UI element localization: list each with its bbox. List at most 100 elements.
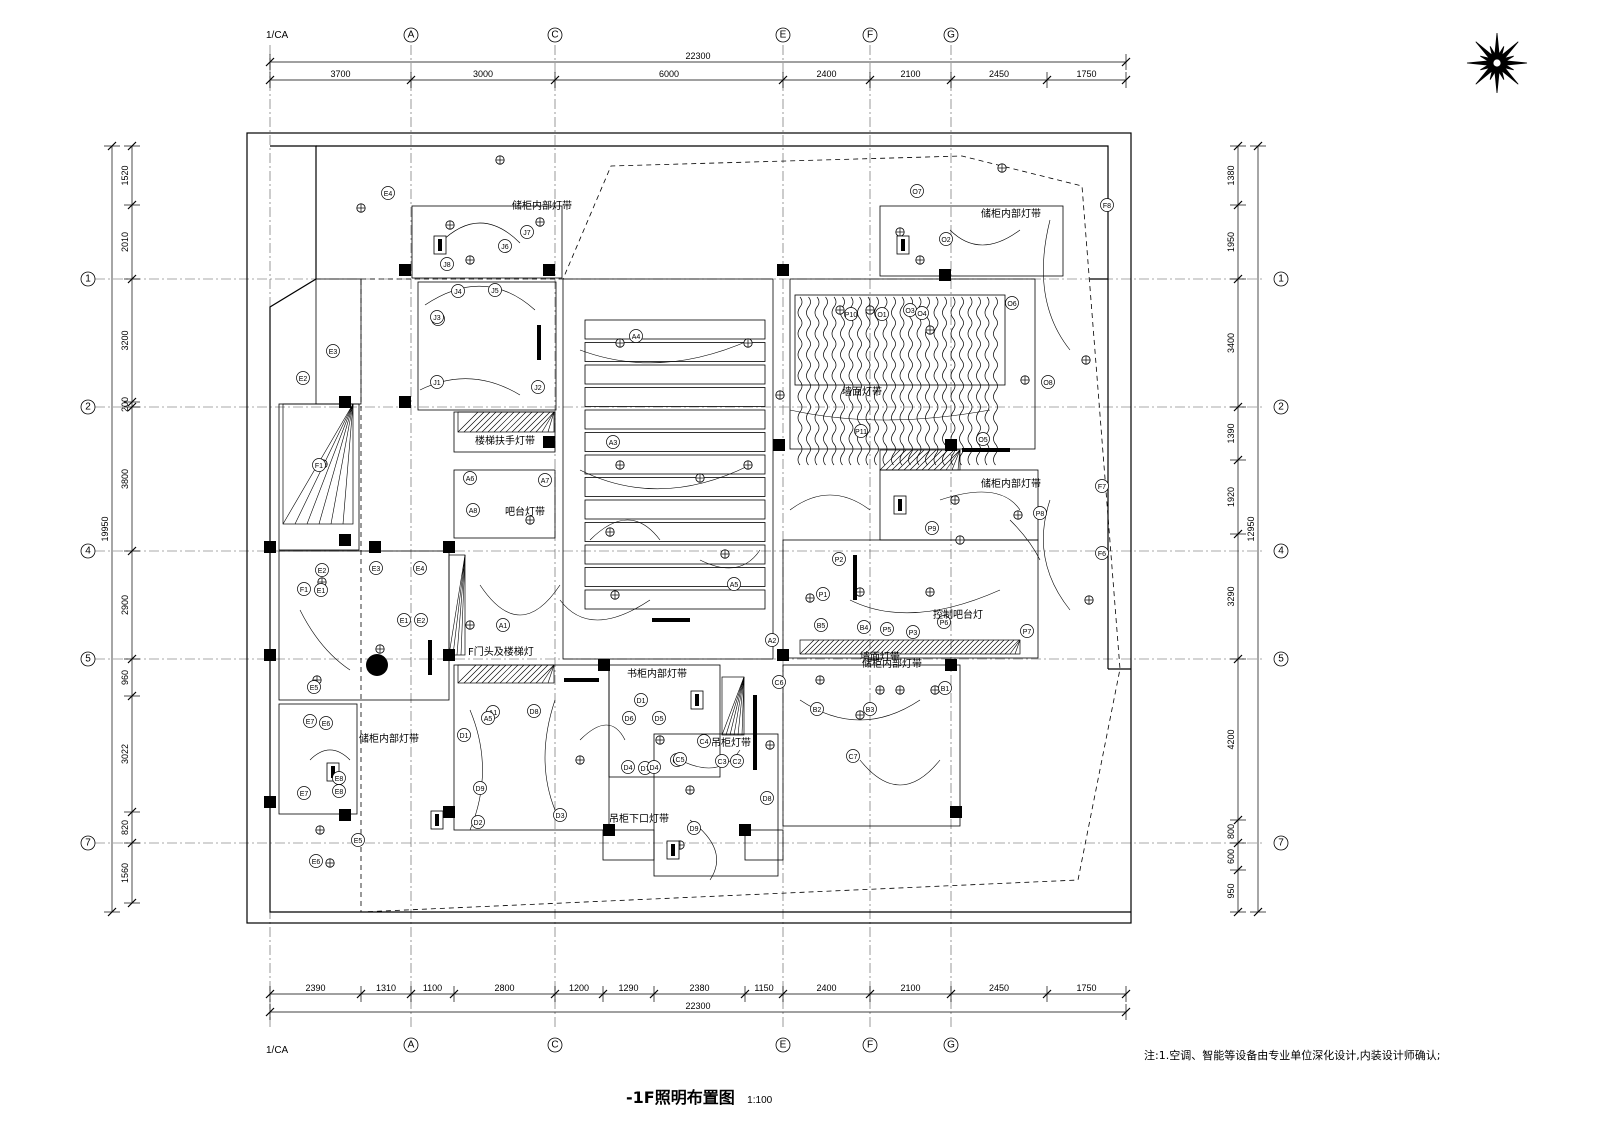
axis-right-4-circle [1273,543,1289,559]
axis-left-1: 1 [80,271,96,287]
dim-left-seg-text-3: 200 [120,397,130,412]
fixture-tag-code: A1 [499,623,508,630]
room-8 [608,664,721,778]
dim-bottom-seg-text-6: 2380 [689,983,709,993]
downlight-icon [1081,355,1091,365]
room-10 [782,664,961,827]
fixture-tag-code: P11 [855,429,867,436]
fixture-tag-code: E2 [417,618,426,625]
hatch-east-rail-stroke-0 [879,449,901,471]
fixture-tag-bubble [915,306,929,320]
circuit-5 [579,464,751,490]
fixture-tag: F6 [1095,546,1109,560]
fixture-tag: O2 [939,232,953,246]
dim-right-seg-text-9: 950 [1226,883,1236,898]
fixture-tag-code: A4 [632,334,641,341]
downlight-icon [895,227,905,237]
feature-wall-wave-7 [857,296,862,466]
hatch-feature-wall [794,294,1006,466]
fixture-tag-code: D5 [655,716,664,723]
dim-bottom-seg-text-3: 2800 [494,983,514,993]
hatch-south-rail-stroke-54 [511,664,531,684]
downlight-icon [1013,510,1023,520]
fixture-tag-bubble [471,815,485,829]
room-label: 储柜内部灯带 [862,657,922,670]
room-6 [453,469,556,539]
axis-top-F: F [862,27,878,43]
fixture-tag-code: A8 [469,508,478,515]
hatch-stair-rail-stroke-84 [541,411,555,433]
fixture-tag-bubble [844,307,858,321]
fixture-tag-code: B4 [860,625,869,632]
stair-tread-4 [584,409,766,430]
dim-left-seg-text-4: 3800 [120,469,130,489]
fixture-tag-bubble [846,749,860,763]
fixture-tag-code: F6 [1098,551,1106,558]
fixture-tag-code: J2 [534,385,542,392]
hatch-south-rail-stroke-84 [541,664,555,684]
switch-box-icon [433,235,447,255]
west-wall [269,145,361,913]
fixture-tag-code: O2 [941,237,950,244]
column-21 [950,806,962,818]
fixture-tag: F1 [312,458,326,472]
fixture-tag-code: F1 [315,463,323,470]
downlight-icon [955,535,965,545]
downlight-icon [1084,595,1094,605]
hatch-bar-counter-stroke-155 [954,639,970,655]
feature-wall-wave-0 [797,296,803,466]
axis-right-1-circle [1273,271,1289,287]
feature-wall-wave-1 [806,296,811,466]
fixture-tag: J3 [430,310,444,324]
fixture-tag-bubble [296,371,310,385]
room-label: 储柜内部灯带 [981,477,1041,490]
downlight-icon [835,305,845,315]
hatch-bar-counter-stroke-40 [839,639,855,655]
circuit-19 [1043,219,1071,351]
compass-center [1492,58,1502,68]
hatch-west-stair-stroke-8 [456,554,466,656]
axis-right-5-circle [1273,651,1289,667]
hatch-east-rail-stroke-30 [909,449,931,471]
axis-right-7-circle [1273,835,1289,851]
fixture-tag: F1 [297,582,311,596]
circuit-21 [299,609,351,671]
circuit-23 [949,229,1021,246]
table-icon [366,654,388,676]
dim-left-seg-text-1: 2010 [120,232,130,252]
axis-label-bottom-0: 1/CA [266,1045,289,1056]
fixture-tag-bubble [816,587,830,601]
feature-wall-wave-19 [959,296,964,466]
axis-bottom-E: E [775,1037,791,1053]
fixture-tag-code: D7 [641,766,650,773]
fixture-tag-code: J6 [501,244,509,251]
fixture-tag-code: O7 [912,189,921,196]
axis-top-E: E [775,27,791,43]
fixture-tag-code: P8 [1036,511,1045,518]
hatch-stair-rail-stroke-12 [469,411,491,433]
fixture-tag-code: D4 [650,765,659,772]
fixture-tag-bubble [760,791,774,805]
hatch-bar-counter-stroke-50 [849,639,865,655]
fixture-tag-bubble [538,473,552,487]
switch-box-icon [893,495,907,515]
fixture-tag-bubble [772,675,786,689]
feature-wall-wave-20 [967,296,973,466]
fixture-tag: E3 [369,561,383,575]
fixture-tag-code: E6 [312,859,321,866]
column-13 [945,659,957,671]
dim-right-seg-text-2: 3400 [1226,333,1236,353]
hatch-west-stair-stroke-0 [448,554,466,656]
axis-bottom-C: C [547,1037,563,1053]
downlight-icon [950,495,960,505]
hatch-east-rail-stroke-78 [957,449,961,471]
column-9 [264,649,276,661]
fixture-tag-code: E8 [335,789,344,796]
axis-left-1-circle [80,271,96,287]
circuit-18 [939,491,1021,511]
downlight-icon [465,620,475,630]
fixture-tag: J1 [430,375,444,389]
drawing-note: 注:1.空调、智能等设备由专业单位深化设计,内装设计师确认; [1144,1049,1441,1062]
fixture-tag-code: P5 [883,627,892,634]
fixture-tag: O6 [1005,296,1019,310]
